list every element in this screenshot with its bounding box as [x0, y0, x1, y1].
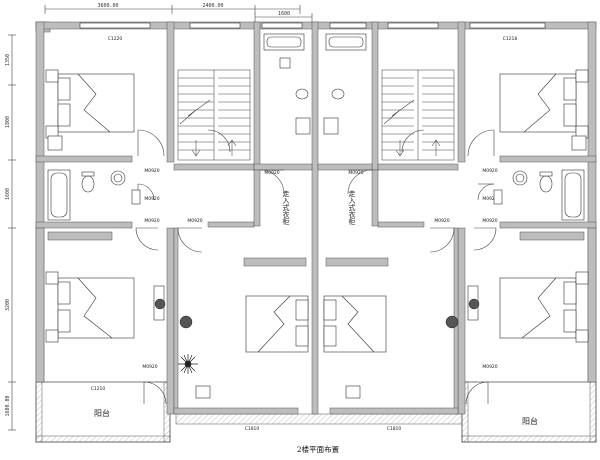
- door-tag-bath-left: M0920: [144, 218, 159, 224]
- desk-chairs: [154, 298, 480, 329]
- door-tag-closet-left: M0920: [187, 218, 202, 224]
- window-tag-bottom-right: C1810: [387, 426, 402, 432]
- plan-caption: 2楼平面布置: [297, 444, 340, 454]
- bathroom-fixtures: [47, 33, 585, 221]
- balcony-right-outline: [461, 381, 597, 443]
- door-tag-closet-center-right: M0920: [348, 170, 363, 176]
- bed-center-left: [245, 295, 309, 353]
- bed-top-left: [45, 69, 135, 139]
- staircase-left: [177, 69, 251, 161]
- door-tag-bed-tr: M0920: [482, 168, 497, 174]
- door-tag-bed-br: M0920: [482, 364, 497, 370]
- bed-top-right: [499, 69, 589, 139]
- bed-bottom-left: [45, 271, 135, 343]
- door-tag-closet-right: M0920: [434, 218, 449, 224]
- window-tag-bedroom-tl: C1220: [108, 36, 123, 42]
- dim-left-1: 1350: [5, 54, 11, 66]
- dim-left-4: 3200: [5, 299, 11, 311]
- dimension-lines: [8, 5, 313, 431]
- dim-top-2: 2400.00: [202, 3, 223, 9]
- door-tag-bath-left-lower: M0920: [144, 196, 159, 202]
- window-tag-bedroom-tr: C1218: [503, 36, 518, 42]
- bed-center-right: [323, 295, 387, 353]
- balcony-furniture: [195, 385, 361, 399]
- door-tag-bath-right-lower: M0920: [482, 196, 497, 202]
- room-label-balcony-right: 阳台: [522, 416, 538, 426]
- dim-left-2: 1800: [5, 116, 11, 128]
- staircase-right: [381, 69, 455, 161]
- plant-icon: [178, 354, 198, 374]
- windows-top: [79, 22, 546, 29]
- dim-top-1: 3600.00: [97, 3, 118, 9]
- bed-bottom-right: [499, 271, 589, 343]
- door-tag-bath-right: M0920: [482, 218, 497, 224]
- room-label-closet-left: 走入式衣柜: [282, 190, 290, 226]
- room-label-closet-right: 走入式衣柜: [348, 190, 356, 226]
- window-tag-bottom-left: C1810: [245, 426, 260, 432]
- door-swings: [135, 129, 497, 405]
- window-tag-balcony-left: C1210: [91, 386, 106, 392]
- dim-left-3: 1600: [5, 188, 11, 200]
- dim-left-5: 1600.00: [5, 395, 11, 416]
- dim-top-3: 1600: [278, 11, 290, 17]
- bottom-window-ledge: [175, 413, 463, 425]
- room-label-balcony-left: 阳台: [94, 408, 110, 418]
- door-tag-bed-tl: M0920: [144, 168, 159, 174]
- door-tag-bed-bl: M0920: [142, 364, 157, 370]
